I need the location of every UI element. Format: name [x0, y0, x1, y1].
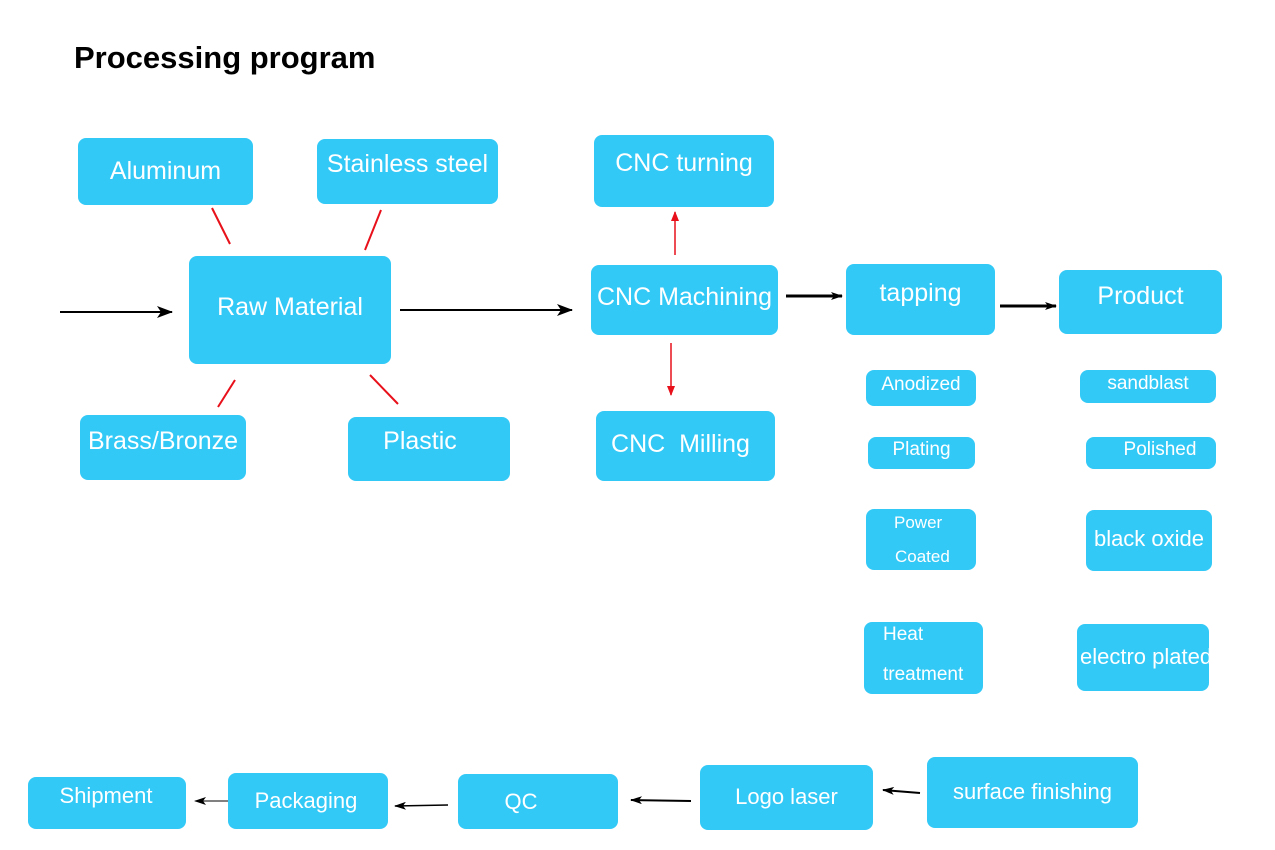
- node-cnc-turning-label: CNC turning: [615, 148, 753, 177]
- node-brass-bronze-label: Brass/Bronze: [87, 427, 239, 455]
- node-plating: Plating: [868, 437, 975, 469]
- node-black-oxide-label: black oxide: [1093, 525, 1205, 551]
- connector-stainless-steel: [364, 209, 382, 251]
- node-stainless-steel: Stainless steel: [317, 139, 498, 204]
- node-cnc-machining-label: CNC Machining: [596, 282, 773, 311]
- node-qc: QC: [458, 774, 618, 829]
- node-sandblast-label: sandblast: [1107, 372, 1189, 394]
- node-power-coated: Power Coated: [866, 509, 976, 570]
- node-tapping: tapping: [846, 264, 995, 335]
- node-plastic-label: Plastic: [383, 426, 457, 455]
- node-plating-label: Plating: [892, 439, 951, 460]
- node-tapping-label: tapping: [879, 279, 962, 307]
- node-polished-label: Polished: [1123, 439, 1197, 460]
- node-packaging: Packaging: [228, 773, 388, 829]
- node-cnc-milling: CNC Milling: [596, 411, 775, 481]
- node-qc-label: QC: [504, 788, 538, 814]
- node-cnc-machining: CNC Machining: [591, 265, 778, 335]
- node-power-coated-line1: Power: [894, 512, 943, 532]
- node-black-oxide: black oxide: [1086, 510, 1212, 571]
- node-logo-laser: Logo laser: [700, 765, 873, 830]
- node-shipment-label: Shipment: [59, 783, 153, 808]
- connector-plastic: [369, 374, 399, 405]
- node-heat-treatment-line2: treatment: [883, 664, 964, 685]
- node-heat-treatment-line1: Heat: [883, 624, 924, 645]
- connector-brass-bronze: [217, 379, 236, 408]
- node-anodized: Anodized: [866, 370, 976, 406]
- arrow-logo-to-qc: [630, 796, 692, 805]
- node-aluminum-label: Aluminum: [109, 157, 222, 185]
- node-electro-plated-label: electro plated: [1080, 643, 1209, 669]
- node-shipment: Shipment: [28, 777, 186, 829]
- node-power-coated-line2: Coated: [895, 546, 950, 566]
- node-heat-treatment: Heat treatment: [864, 622, 983, 694]
- node-packaging-label: Packaging: [254, 788, 358, 813]
- node-polished: Polished: [1086, 437, 1216, 469]
- node-raw-material-label: Raw Material: [217, 292, 363, 321]
- node-logo-laser-label: Logo laser: [735, 783, 838, 809]
- node-aluminum: Aluminum: [78, 138, 253, 205]
- node-product-label: Product: [1097, 281, 1184, 310]
- node-raw-material: Raw Material: [189, 256, 391, 364]
- node-surface-finishing-label: surface finishing: [953, 778, 1112, 804]
- node-electro-plated: electro plated: [1077, 624, 1209, 691]
- arrow-surface-to-logo: [882, 786, 921, 795]
- node-brass-bronze: Brass/Bronze: [80, 415, 246, 480]
- node-cnc-turning: CNC turning: [594, 135, 774, 207]
- node-surface-finishing: surface finishing: [927, 757, 1138, 828]
- node-sandblast: sandblast: [1080, 370, 1216, 403]
- node-plastic: Plastic: [348, 417, 510, 481]
- connector-aluminum: [211, 207, 231, 245]
- node-product: Product: [1059, 270, 1222, 334]
- node-stainless-steel-label: Stainless steel: [326, 150, 489, 178]
- arrow-qc-to-packaging: [394, 801, 449, 810]
- node-cnc-milling-label: CNC Milling: [611, 429, 750, 458]
- page-title: Processing program: [74, 40, 376, 75]
- node-anodized-label: Anodized: [881, 374, 961, 395]
